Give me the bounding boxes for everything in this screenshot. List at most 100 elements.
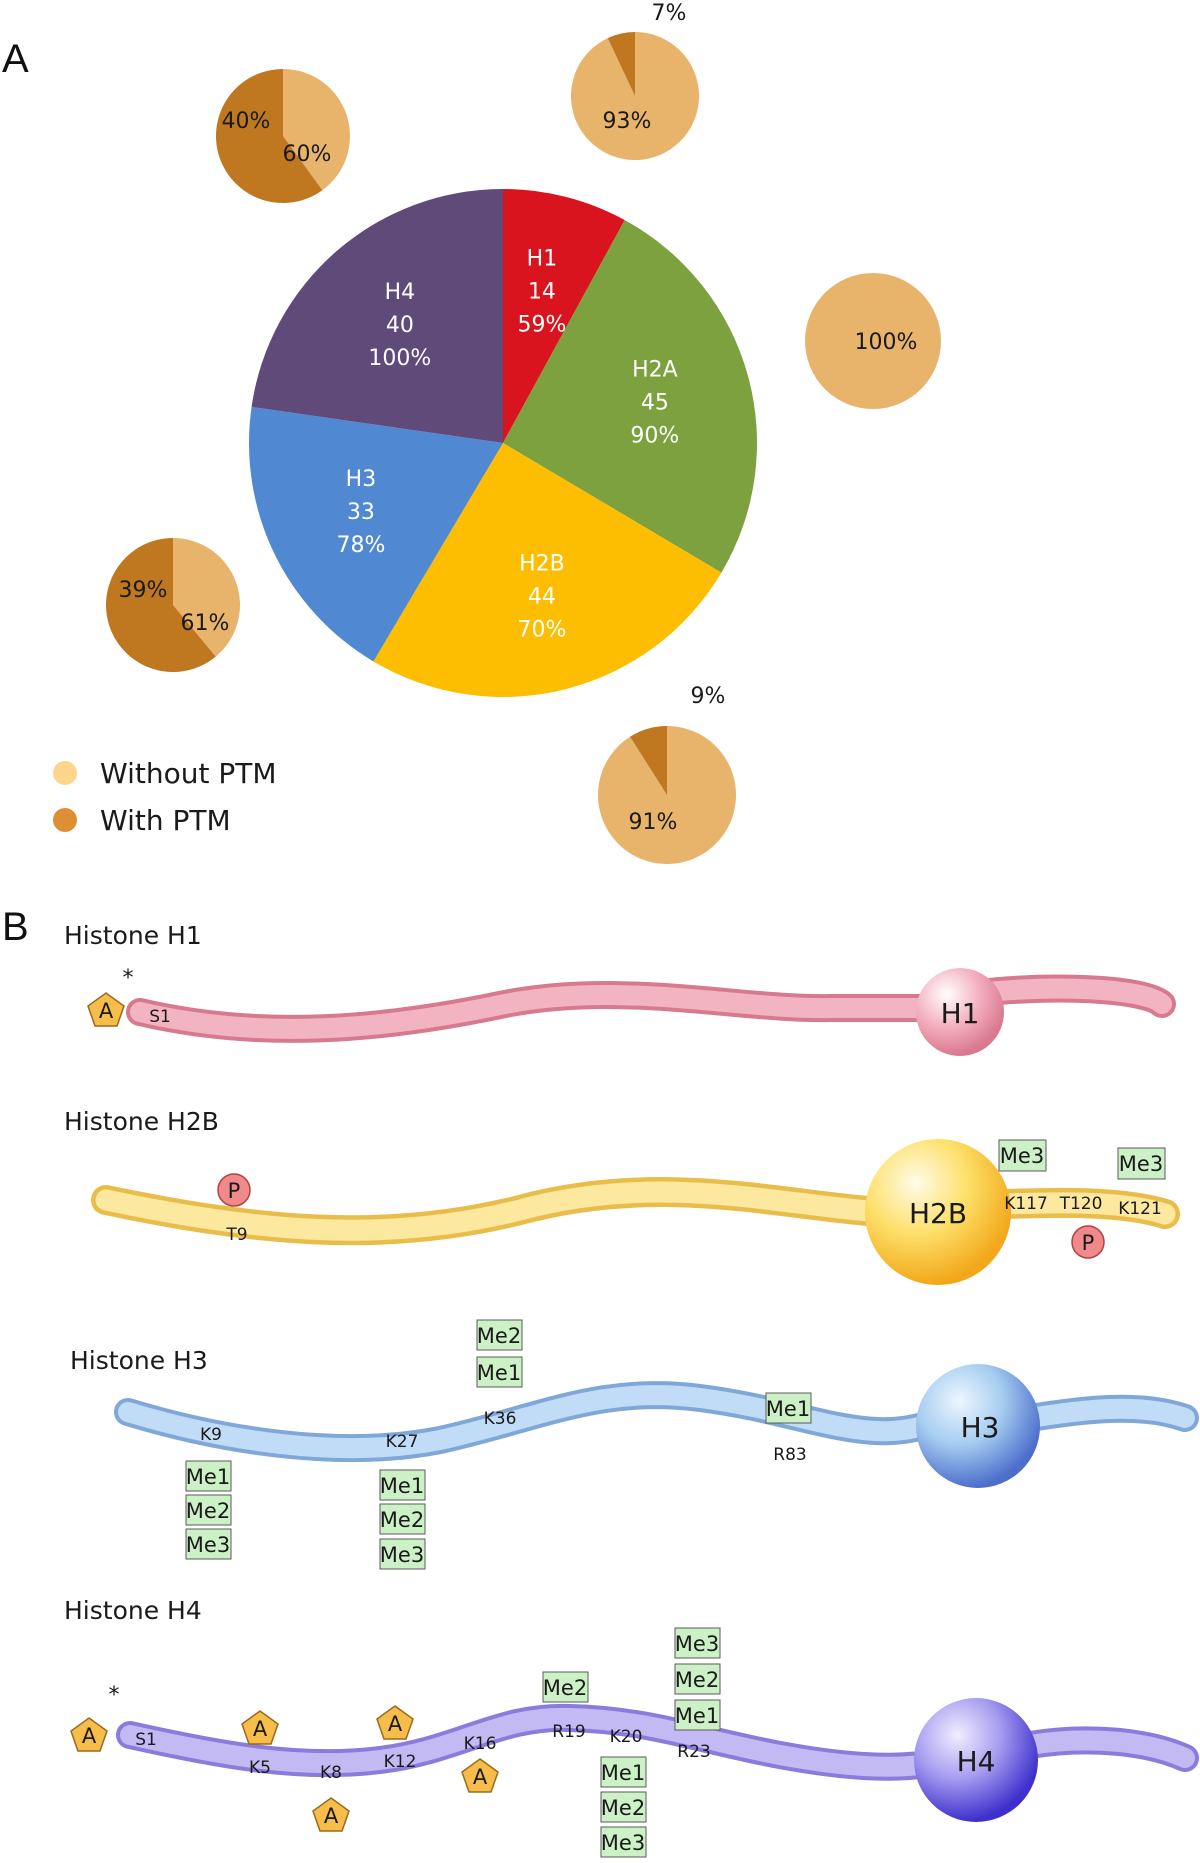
asterisk: * bbox=[109, 1683, 120, 1708]
ptm-percent-label: 60% bbox=[283, 142, 332, 167]
methyl-mark: Me1 bbox=[765, 1392, 812, 1424]
methyl-label: Me1 bbox=[675, 1704, 719, 1728]
without-ptm-slice bbox=[805, 273, 941, 409]
ptm-pie-h2a: 100% bbox=[805, 273, 941, 409]
pie-slice-h4 bbox=[251, 189, 503, 443]
histone-h1-title: Histone H1 bbox=[64, 921, 202, 950]
methyl-label: Me3 bbox=[380, 1543, 424, 1567]
methyl-mark: Me3 bbox=[1117, 1147, 1166, 1180]
methyl-label: Me1 bbox=[186, 1465, 230, 1489]
histone-h3-diagram: Histone H3 H3 K9 K27 K36 R83 Me1 Me2 Me3… bbox=[70, 1319, 1199, 1570]
residue-label: K8 bbox=[320, 1763, 342, 1783]
residue-label: K117 bbox=[1004, 1194, 1048, 1214]
histone-h4-title: Histone H4 bbox=[64, 1596, 202, 1625]
h2b-ball-label: H2B bbox=[909, 1197, 967, 1230]
legend-swatch-without-ptm bbox=[53, 761, 77, 785]
with-ptm-slice bbox=[105, 538, 216, 673]
methyl-mark: Me2 bbox=[600, 1791, 647, 1823]
residue-label: K5 bbox=[249, 1758, 271, 1778]
pie-slice-label: 78% bbox=[336, 533, 385, 558]
methyl-label: Me2 bbox=[477, 1324, 521, 1348]
h4-ball-label: H4 bbox=[957, 1745, 996, 1778]
methyl-mark: Me3 bbox=[185, 1528, 232, 1560]
with-ptm-slice bbox=[630, 726, 667, 795]
pie-slice-label: 45 bbox=[641, 390, 669, 415]
pie-slice-label: 70% bbox=[517, 618, 566, 643]
methyl-mark: Me1 bbox=[600, 1756, 647, 1788]
pie-slice-label: H4 bbox=[385, 280, 416, 305]
methyl-mark: Me2 bbox=[476, 1319, 523, 1351]
acetyl-mark: A bbox=[312, 1797, 350, 1832]
legend-label-with-ptm: With PTM bbox=[100, 804, 231, 837]
ptm-percent-label: 100% bbox=[855, 330, 918, 355]
acetyl-mark: A bbox=[461, 1758, 499, 1793]
phospho-mark: P bbox=[1071, 1225, 1105, 1259]
pie-slice-label: H2A bbox=[632, 357, 678, 382]
residue-label: K36 bbox=[484, 1409, 517, 1429]
acetyl-mark: A bbox=[241, 1710, 279, 1745]
methyl-label: Me2 bbox=[380, 1508, 424, 1532]
methyl-label: Me3 bbox=[601, 1831, 645, 1855]
histone-h3-title: Histone H3 bbox=[70, 1346, 208, 1375]
methyl-label: Me3 bbox=[675, 1632, 719, 1656]
pie-slice-label: 100% bbox=[368, 346, 431, 371]
without-ptm-slice bbox=[283, 69, 350, 191]
methyl-label: Me1 bbox=[477, 1361, 521, 1385]
methyl-label: Me2 bbox=[186, 1499, 230, 1523]
h1-ball-label: H1 bbox=[941, 997, 980, 1030]
residue-label: R83 bbox=[773, 1445, 806, 1465]
ptm-pie-h4: 40% 60% bbox=[216, 69, 350, 203]
pie-slice-label: 90% bbox=[630, 423, 679, 448]
phospho-label: P bbox=[228, 1179, 241, 1203]
panel-a-label: A bbox=[2, 37, 29, 81]
ptm-pie-h1: 93%7% bbox=[570, 1, 699, 160]
with-ptm-slice bbox=[216, 69, 323, 203]
asterisk: * bbox=[123, 966, 134, 991]
residue-label: T120 bbox=[1059, 1194, 1103, 1214]
methyl-label: Me2 bbox=[543, 1676, 587, 1700]
residue-label: S1 bbox=[135, 1730, 157, 1750]
residue-label: K27 bbox=[386, 1432, 419, 1452]
methyl-mark: Me1 bbox=[674, 1699, 721, 1731]
histone-h1-diagram: Histone H1 H1 S1 A * bbox=[64, 921, 1176, 1056]
pie-slice-label: 33 bbox=[347, 500, 375, 525]
methyl-label: Me1 bbox=[380, 1474, 424, 1498]
pie-slice-h3 bbox=[249, 406, 503, 662]
methyl-mark: Me3 bbox=[674, 1627, 721, 1659]
ptm-percent-label: 9% bbox=[691, 684, 726, 709]
histone-h2b-diagram: Histone H2B H2B T9 K117 T120 K121 P Me3 … bbox=[64, 1107, 1180, 1285]
methyl-mark: Me2 bbox=[542, 1671, 589, 1703]
acetyl-label: A bbox=[253, 1717, 268, 1741]
ptm-percent-label: 61% bbox=[181, 611, 230, 636]
ptm-pie-h2b: 91%9% bbox=[598, 684, 737, 864]
acetyl-label: A bbox=[473, 1765, 488, 1789]
methyl-mark: Me2 bbox=[379, 1503, 426, 1535]
acetyl-mark: A bbox=[70, 1717, 108, 1752]
methyl-label: Me1 bbox=[601, 1761, 645, 1785]
residue-label: K16 bbox=[464, 1734, 497, 1754]
methyl-mark: Me2 bbox=[185, 1494, 232, 1526]
ptm-percent-label: 40% bbox=[222, 109, 271, 134]
methyl-label: Me2 bbox=[601, 1796, 645, 1820]
pie-slice-label: 44 bbox=[528, 585, 556, 610]
residue-label: R19 bbox=[552, 1722, 585, 1742]
methyl-mark: Me1 bbox=[185, 1460, 232, 1492]
methyl-mark: Me2 bbox=[674, 1663, 721, 1695]
methyl-mark: Me3 bbox=[379, 1538, 426, 1570]
methyl-mark: Me3 bbox=[600, 1826, 647, 1858]
pie-slice-label: 40 bbox=[386, 313, 414, 338]
methyl-mark: Me1 bbox=[379, 1469, 426, 1501]
residue-label: T9 bbox=[225, 1225, 247, 1245]
pie-slice-label: H1 bbox=[527, 246, 558, 271]
without-ptm-slice bbox=[173, 538, 240, 657]
acetyl-label: A bbox=[388, 1712, 403, 1736]
h4-globular-domain bbox=[914, 1698, 1038, 1822]
methyl-label: Me1 bbox=[766, 1397, 810, 1421]
residue-label: K9 bbox=[200, 1425, 222, 1445]
panel-b-label: B bbox=[2, 905, 29, 949]
ptm-percent-label: 39% bbox=[119, 578, 168, 603]
pie-slice-h1 bbox=[503, 189, 625, 443]
ptm-percent-label: 93% bbox=[603, 109, 652, 134]
h1-globular-domain bbox=[916, 968, 1004, 1056]
